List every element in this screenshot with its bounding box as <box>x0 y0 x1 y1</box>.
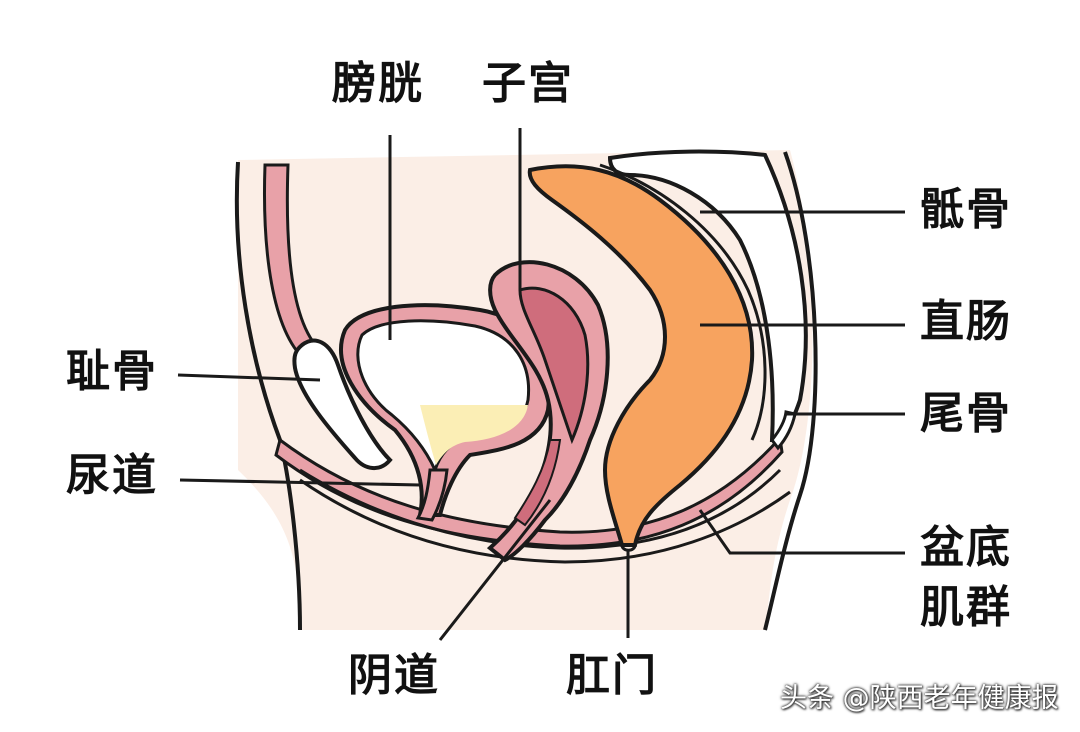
label-coccyx: 尾骨 <box>920 388 1012 439</box>
pubic-bone-shape <box>292 338 393 470</box>
label-sacrum: 骶骨 <box>920 184 1012 235</box>
label-vagina: 阴道 <box>348 650 440 701</box>
leader-lines <box>177 128 905 641</box>
label-bladder: 膀胱 <box>332 58 424 109</box>
body-outline-left <box>234 161 302 631</box>
pelvic-floor-lower-line <box>299 478 791 564</box>
rectum-shape <box>527 164 755 547</box>
label-rectum: 直肠 <box>920 296 1012 347</box>
label-uterus: 子宫 <box>482 58 574 109</box>
label-pubic-bone: 耻骨 <box>66 346 158 397</box>
label-urethra: 尿道 <box>66 450 158 501</box>
urethra-shape <box>415 468 449 522</box>
bladder-urine <box>420 405 528 465</box>
leader-vagina <box>438 499 552 641</box>
label-anus: 肛门 <box>566 650 658 701</box>
body-outline-right <box>763 151 818 631</box>
pelvic-floor-inner-line <box>299 468 782 550</box>
uterus-inner <box>518 286 590 445</box>
vagina-canal <box>513 439 562 527</box>
leader-urethra <box>179 478 421 487</box>
leader-pubic <box>177 373 321 382</box>
watermark: 头条 @陕西老年健康报 <box>780 683 1059 714</box>
label-pelvic-floor-2: 肌群 <box>920 582 1012 633</box>
label-pelvic-floor-1: 盆底 <box>920 522 1012 573</box>
leader-pelvic-floor <box>698 509 905 555</box>
rectum-wall-line <box>599 163 767 441</box>
